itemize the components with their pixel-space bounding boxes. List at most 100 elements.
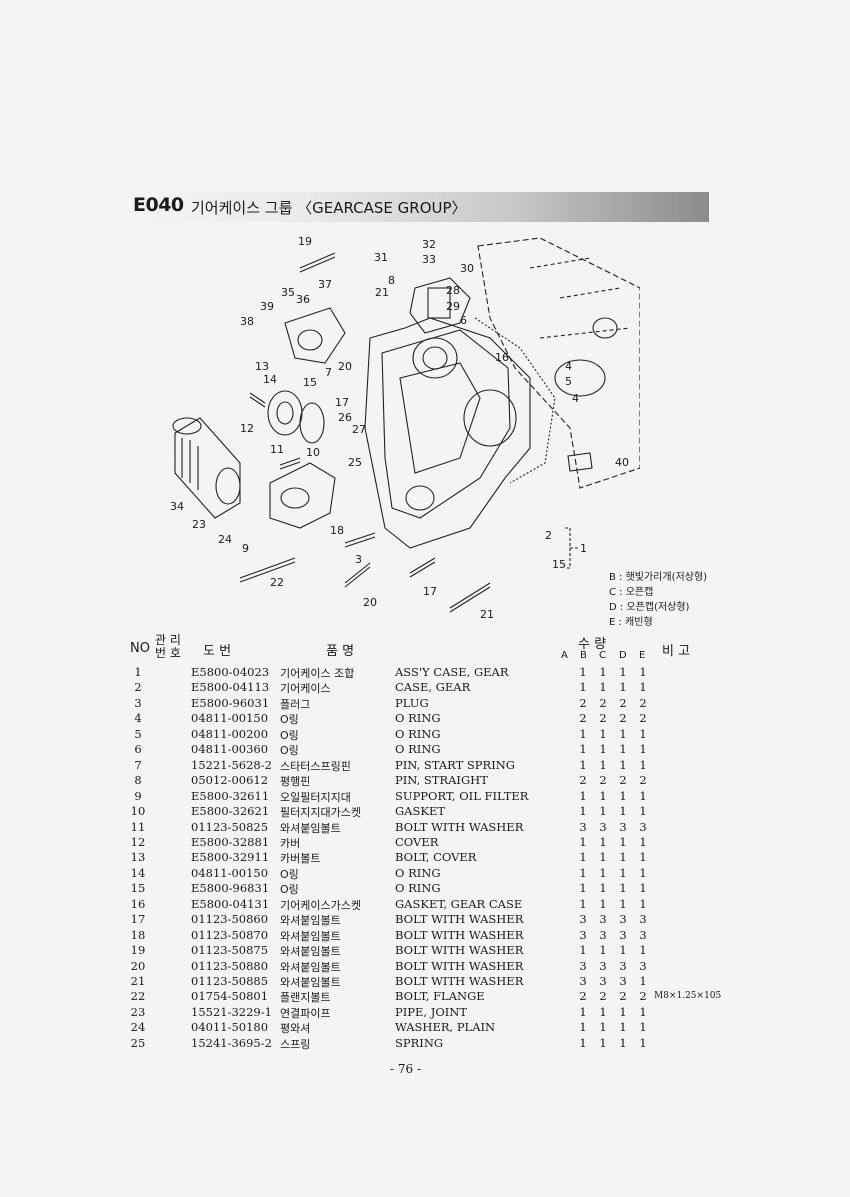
cell-pn: 04811-00200: [191, 726, 269, 741]
cell-c: 1: [599, 850, 607, 865]
cell-e: 1: [639, 1004, 647, 1019]
legend-item: D : 오픈캡(저상형): [609, 602, 690, 613]
cell-en: BOLT WITH WASHER: [395, 819, 524, 834]
cell-b: 1: [579, 1020, 587, 1035]
cell-c: 1: [599, 881, 607, 896]
cell-no: 5: [134, 726, 142, 741]
callout-label: 3: [355, 553, 362, 566]
cell-pn: E5800-32881: [191, 834, 270, 849]
section-code: E040: [133, 194, 184, 216]
cell-b: 1: [579, 896, 587, 911]
cell-pn: E5800-04131: [191, 896, 270, 911]
cell-d: 1: [619, 804, 627, 819]
cell-kr: 카버볼트: [280, 852, 321, 866]
cell-kr: 플랜지볼트: [280, 991, 331, 1005]
cell-pn: 04011-50180: [191, 1020, 269, 1035]
callout-label: 38: [240, 315, 254, 328]
cell-pn: E5800-32911: [191, 850, 270, 865]
cell-pn: E5800-32621: [191, 804, 270, 819]
callout-label: 30: [460, 262, 474, 275]
cell-d: 1: [619, 665, 627, 679]
cell-e: 2: [639, 711, 647, 726]
cell-c: 3: [599, 974, 607, 988]
callout-label: 20: [363, 596, 377, 609]
cell-kr: 필터지지대가스켓: [280, 806, 361, 820]
cell-d: 1: [619, 865, 627, 880]
cell-kr: 와셔붙임볼트: [280, 821, 341, 835]
cell-e: 1: [639, 943, 647, 958]
cell-d: 1: [619, 788, 627, 803]
callout-label: 15: [552, 558, 566, 571]
callout-label: 28: [446, 284, 460, 297]
cell-pn: 15521-3229-1: [191, 1004, 272, 1019]
cell-d: 1: [619, 896, 627, 911]
cell-pn: 01123-50875: [191, 943, 269, 958]
cell-kr: 카버: [280, 836, 301, 850]
callout-label: 11: [270, 443, 284, 456]
cell-pn: E5800-96831: [191, 881, 270, 896]
cell-kr: 와셔붙임볼트: [280, 960, 341, 974]
cell-c: 1: [599, 1035, 607, 1050]
cell-kr: 와셔붙임볼트: [280, 914, 341, 928]
cell-c: 1: [599, 804, 607, 819]
cell-pn: 01123-50870: [191, 927, 269, 942]
cell-b: 3: [579, 974, 587, 988]
cell-no: 14: [130, 865, 146, 880]
cell-d: 1: [619, 1020, 627, 1035]
callout-label: 15: [303, 376, 317, 389]
cell-no: 20: [130, 958, 146, 973]
cell-en: O RING: [395, 881, 441, 896]
cell-kr: 스프링: [280, 1037, 311, 1051]
cell-d: 1: [619, 757, 627, 772]
header-qty-d: D: [619, 650, 627, 661]
cell-b: 3: [579, 912, 587, 927]
cell-kr: 기어케이스: [280, 682, 331, 696]
cell-b: 1: [579, 943, 587, 958]
cell-no: 13: [130, 850, 146, 865]
cell-kr: 연결파이프: [280, 1006, 331, 1020]
cell-d: 3: [619, 974, 627, 988]
cell-d: 1: [619, 1035, 627, 1050]
cell-c: 3: [599, 912, 607, 927]
cell-no: 7: [134, 757, 142, 772]
cell-b: 3: [579, 958, 587, 973]
cell-b: 1: [579, 680, 587, 695]
callout-label: 16: [495, 351, 509, 364]
cell-c: 1: [599, 757, 607, 772]
cell-b: 1: [579, 757, 587, 772]
cell-c: 1: [599, 834, 607, 849]
cell-c: 1: [599, 726, 607, 741]
cell-pn: E5800-96031: [191, 695, 270, 710]
cell-kr: O링: [280, 867, 299, 881]
callout-label: 22: [270, 576, 284, 589]
cell-pn: 01123-50860: [191, 912, 269, 927]
cell-kr: 와셔붙임볼트: [280, 945, 341, 959]
cell-no: 25: [130, 1035, 146, 1050]
cell-pn: E5800-04113: [191, 680, 270, 695]
cell-d: 1: [619, 850, 627, 865]
cell-b: 1: [579, 834, 587, 849]
callout-label: 6: [460, 314, 467, 327]
cell-no: 10: [130, 804, 146, 819]
cell-d: 2: [619, 773, 627, 788]
callout-label: 21: [480, 608, 494, 618]
cell-b: 1: [579, 865, 587, 880]
cell-d: 3: [619, 819, 627, 834]
callout-label: 19: [298, 235, 312, 248]
cell-d: 2: [619, 711, 627, 726]
callout-label: 17: [335, 396, 349, 409]
cell-e: 1: [639, 974, 647, 988]
cell-pn: 04811-00360: [191, 742, 269, 757]
callout-label: 36: [296, 293, 310, 306]
variant-legend: B : 햇빛가리개(저상형) C : 오픈캡 D : 오픈캡(저상형) E : …: [609, 570, 707, 630]
header-name: 품 명: [326, 644, 355, 659]
